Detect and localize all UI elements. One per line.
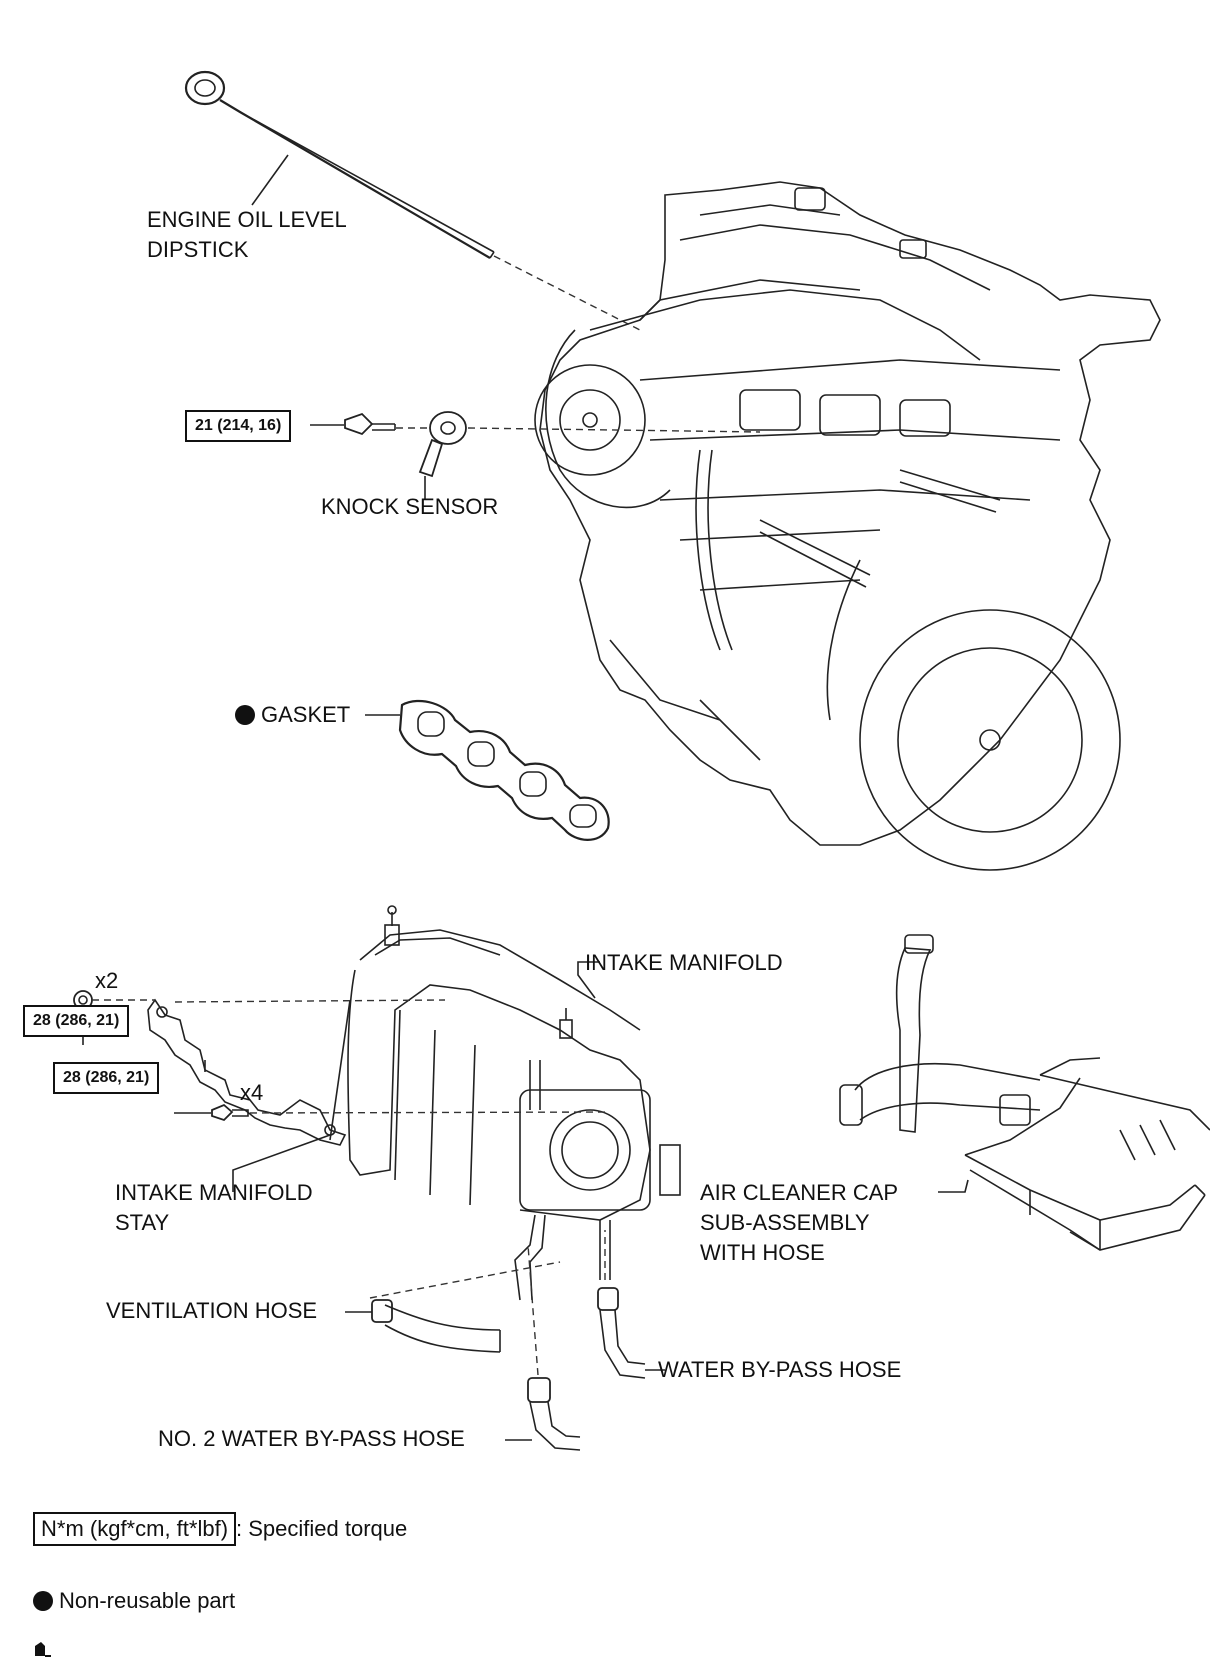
no2-water-bypass-hose-guide-line [527,1244,539,1376]
gasket-illustration [398,700,610,841]
stay-bolt-illustration [211,1103,249,1122]
torque-legend-text: : Specified torque [236,1516,408,1541]
gasket-label: GASKET [235,700,350,730]
air-cleaner-illustration [839,934,1210,1251]
gasket-label-text: GASKET [261,702,351,727]
knock-sensor-torque: 21 (214, 16) [185,410,292,442]
stay-illustration [147,998,347,1146]
air-cleaner-label: AIR CLEANER CAP SUB-ASSEMBLY WITH HOSE [700,1180,899,1265]
torque-legend: N*m (kgf*cm, ft*lbf): Specified torque [33,1512,407,1546]
knock-sensor-mount-line [467,427,761,433]
non-reusable-legend-marker [33,1591,53,1611]
ventilation-hose-label: VENTILATION HOSE [106,1298,318,1323]
no2-water-bypass-hose-illustration [527,1377,581,1451]
non-reusable-legend-text: Non-reusable part [59,1588,236,1613]
intake-manifold-label: INTAKE MANIFOLD [585,950,783,975]
corner-mark-icon [35,1642,51,1657]
intake-manifold-illustration [329,905,681,1301]
intake-manifold-leader [577,961,600,999]
engine-illustration [534,181,1161,871]
stay-bolt-torque: 28 (286, 21) [53,1062,160,1094]
dipstick-guide-line [493,255,641,331]
stay-leader [232,1134,331,1192]
water-bypass-hose-label: WATER BY-PASS HOSE [658,1357,902,1382]
ventilation-hose-guide-line [369,1261,561,1299]
ventilation-hose-illustration [371,1299,501,1353]
no2-water-bypass-hose-label: NO. 2 WATER BY-PASS HOSE [158,1426,465,1451]
air-cleaner-leader [938,1179,969,1193]
water-bypass-hose-illustration [597,1287,646,1379]
non-reusable-marker [235,705,255,725]
torque-legend-box: N*m (kgf*cm, ft*lbf) [33,1512,237,1546]
stay-upper-guide-line [174,999,446,1003]
non-reusable-legend: Non-reusable part [33,1586,235,1616]
stay-nut-torque: 28 (286, 21) [23,1005,130,1037]
knock-sensor-label: KNOCK SENSOR [321,494,499,519]
dipstick-label: ENGINE OIL LEVEL DIPSTICK [147,207,347,262]
knock-sensor-illustration [344,411,467,478]
intake-manifold-stay-label: INTAKE MANIFOLD STAY [115,1180,313,1235]
dipstick-illustration [184,70,495,259]
stay-bolt-guide-line [249,1111,611,1114]
stay-bolt-quantity: x4 [240,1080,264,1105]
stay-nut-quantity: x2 [95,968,119,993]
